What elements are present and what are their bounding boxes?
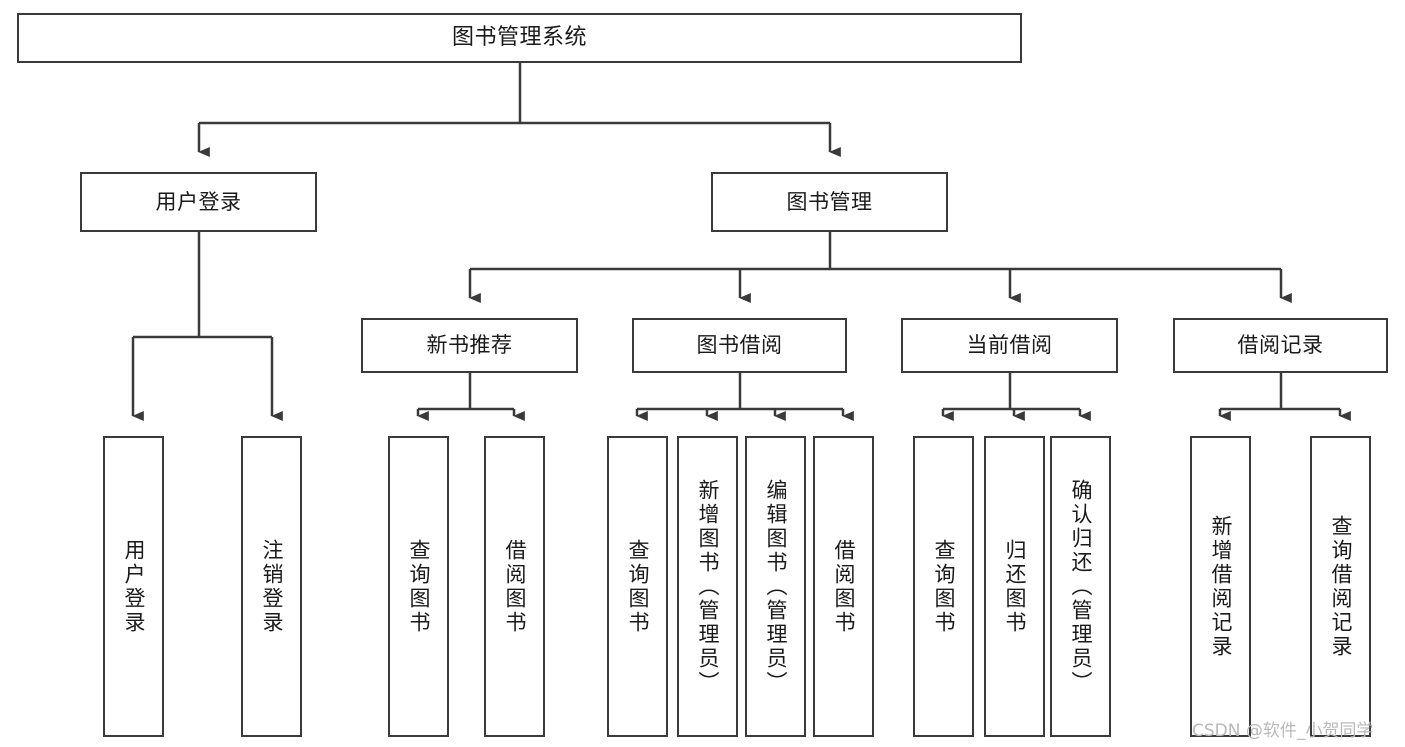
node-leaf-return-book[interactable]: 归还图书 — [984, 436, 1045, 737]
node-label: 借阅记录 — [1237, 333, 1324, 358]
node-label: 新增图书（管理员） — [696, 478, 720, 695]
node-current-borrow[interactable]: 当前借阅 — [901, 318, 1118, 373]
node-leaf-query-borrow-record[interactable]: 查询借阅记录 — [1310, 436, 1371, 737]
node-label: 注销登录 — [260, 538, 284, 635]
node-leaf-edit-book-admin[interactable]: 编辑图书（管理员） — [745, 436, 806, 737]
node-leaf-add-borrow-record[interactable]: 新增借阅记录 — [1190, 436, 1251, 737]
node-label: 用户登录 — [155, 189, 242, 214]
node-label: 图书借阅 — [696, 333, 783, 358]
node-leaf-user-logout[interactable]: 注销登录 — [241, 436, 302, 737]
node-label: 查询图书 — [407, 538, 431, 635]
edge-group-book-borrow — [635, 373, 854, 421]
node-book-borrow[interactable]: 图书借阅 — [632, 318, 847, 373]
node-label: 归还图书 — [1003, 538, 1027, 635]
edge-group-root — [197, 63, 841, 157]
node-leaf-borrow-book-1[interactable]: 借阅图书 — [484, 436, 545, 737]
node-label: 新增借阅记录 — [1209, 514, 1233, 659]
node-borrow-record[interactable]: 借阅记录 — [1173, 318, 1388, 373]
edge-group-current-borrow — [941, 373, 1091, 421]
node-label: 编辑图书（管理员） — [764, 478, 788, 695]
node-label: 图书管理系统 — [451, 25, 587, 51]
edge-group-book-manage — [468, 232, 1292, 303]
csdn-watermark: CSDN @软件_小贺同学 — [1192, 721, 1374, 741]
node-label: 查询图书 — [932, 538, 956, 635]
node-label: 新书推荐 — [426, 333, 513, 358]
node-label: 图书管理 — [786, 189, 873, 214]
node-label: 确认归还（管理员） — [1069, 478, 1093, 695]
node-leaf-add-book-admin[interactable]: 新增图书（管理员） — [677, 436, 738, 737]
node-new-book-recommend[interactable]: 新书推荐 — [361, 318, 578, 373]
edge-group-borrow-record — [1218, 373, 1351, 421]
node-leaf-query-book-2[interactable]: 查询图书 — [607, 436, 668, 737]
edge-group-new-book-recommend — [416, 373, 525, 421]
node-root-system[interactable]: 图书管理系统 — [17, 13, 1022, 63]
edge-group-user-login — [131, 232, 283, 421]
node-label: 当前借阅 — [966, 333, 1053, 358]
node-leaf-query-book-3[interactable]: 查询图书 — [913, 436, 974, 737]
node-label: 用户登录 — [122, 538, 146, 635]
node-leaf-query-book-1[interactable]: 查询图书 — [388, 436, 449, 737]
node-label: 借阅图书 — [832, 538, 856, 635]
node-user-login[interactable]: 用户登录 — [80, 172, 317, 232]
node-label: 查询图书 — [626, 538, 650, 635]
node-leaf-user-login[interactable]: 用户登录 — [103, 436, 164, 737]
node-leaf-confirm-return-admin[interactable]: 确认归还（管理员） — [1050, 436, 1111, 737]
node-book-manage[interactable]: 图书管理 — [711, 172, 948, 232]
node-leaf-borrow-book-2[interactable]: 借阅图书 — [813, 436, 874, 737]
node-label: 查询借阅记录 — [1329, 514, 1353, 659]
node-label: 借阅图书 — [503, 538, 527, 635]
